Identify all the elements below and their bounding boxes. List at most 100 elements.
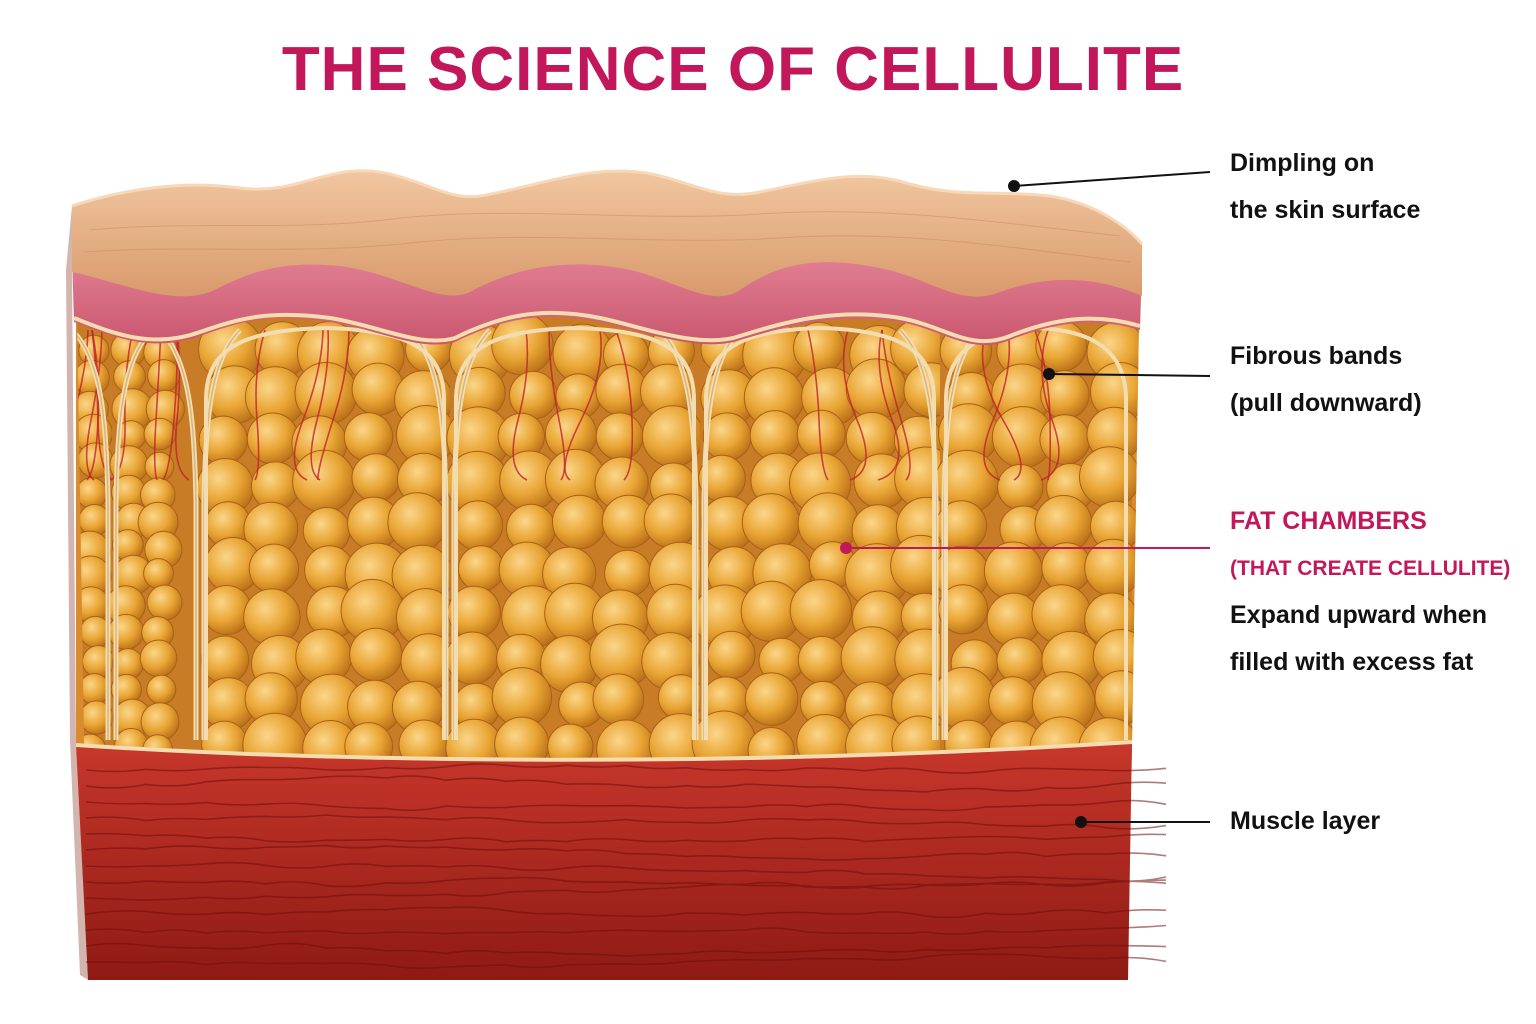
fat-chambers-desc-line1: Expand upward when (1230, 601, 1487, 629)
fat-cell (147, 359, 181, 393)
fat-cell (201, 585, 252, 635)
muscle-fiber (85, 906, 1167, 919)
chamber-outline (704, 325, 936, 740)
fat-cell (1039, 414, 1091, 466)
dimpling-label: Dimpling on the skin surface (1230, 140, 1420, 234)
fat-cell (139, 639, 178, 678)
fat-chamber (691, 300, 959, 778)
capillary (254, 329, 266, 481)
fat-cell (452, 500, 503, 551)
fat-cell (457, 545, 505, 592)
capillary (615, 329, 634, 481)
chamber-outline (454, 325, 696, 740)
muscle-fiber (85, 799, 1167, 812)
muscle-fiber (85, 953, 1167, 969)
fat-marker-dot (840, 542, 852, 554)
fat-cell (741, 493, 801, 552)
fat-chambers-subheading: (THAT CREATE CELLULITE) (1230, 557, 1511, 580)
fat-cell (595, 363, 648, 416)
fat-cell (604, 549, 652, 598)
fat-chambers-heading: FAT CHAMBERS (1230, 507, 1427, 535)
fat-cell (351, 453, 401, 503)
fat-chamber (105, 300, 200, 765)
muscle-marker-dot (1075, 816, 1087, 828)
capillary (293, 329, 324, 481)
block-side-edge (66, 206, 88, 980)
capillary (564, 329, 602, 481)
fat-cell (343, 412, 394, 462)
callout-fat (840, 542, 1210, 554)
fat-cell (387, 492, 448, 553)
fat-cell (76, 477, 108, 509)
capillary (175, 329, 190, 481)
callout-muscle (1075, 816, 1210, 828)
muscle-fiber (85, 942, 1167, 957)
muscle-fiber (85, 880, 1167, 902)
fibrous-marker-dot (1043, 368, 1055, 380)
capillary (981, 329, 1022, 481)
page-title: THE SCIENCE OF CELLULITE (281, 35, 1185, 104)
fat-cell (146, 584, 183, 621)
muscle-fiber (85, 775, 1167, 793)
capillary (877, 329, 900, 481)
fibrous-label-line2: (pull downward) (1230, 389, 1422, 417)
dimpling-label-line1: Dimpling on (1230, 149, 1375, 177)
muscle-fiber (85, 861, 1167, 882)
fibrous-bands (76, 325, 1128, 740)
fat-cell (509, 370, 558, 420)
capillary (548, 329, 566, 481)
fat-cell (349, 627, 403, 682)
fat-chambers (76, 300, 1140, 781)
dimpling-label-line2: the skin surface (1230, 196, 1421, 224)
muscle-label-line1: Muscle layer (1230, 807, 1381, 835)
callout-fibrous (1043, 368, 1211, 380)
fat-cell (146, 674, 177, 705)
fat-cell (595, 412, 644, 461)
muscle-fiber (85, 814, 1167, 830)
fat-cell (1094, 670, 1140, 725)
fat-cell (840, 626, 904, 690)
fat-cell (996, 637, 1044, 685)
fat-cell (592, 673, 645, 726)
fibrous-band-edge (76, 329, 153, 740)
capillary (85, 329, 103, 481)
capillary (807, 329, 829, 481)
capillary (1034, 329, 1052, 481)
fibrous-label: Fibrous bands (pull downward) (1230, 333, 1422, 427)
capillary (881, 329, 911, 481)
muscle-fiber (85, 844, 1167, 861)
capillary (153, 329, 162, 481)
fat-cell (246, 412, 299, 465)
muscle-fiber (85, 832, 1167, 843)
capillary (842, 329, 867, 481)
fat-chamber (445, 300, 713, 779)
fat-cell (248, 543, 300, 594)
dimpling-marker-dot (1008, 180, 1020, 192)
fat-cell (78, 504, 111, 536)
fat-cell (78, 673, 111, 705)
fat-cell (983, 541, 1043, 601)
chamber-outline (204, 325, 446, 740)
fat-chambers-label: FAT CHAMBERS (THAT CREATE CELLULITE) Exp… (1230, 498, 1510, 686)
fat-cell (200, 635, 250, 684)
capillary (512, 329, 529, 481)
fat-cell (988, 676, 1038, 726)
fat-cell (744, 672, 799, 727)
fat-cell (551, 494, 607, 550)
fat-cell (789, 579, 853, 642)
fat-chamber (932, 300, 1140, 781)
capillary (310, 329, 330, 481)
muscle-fiber (85, 763, 1167, 774)
capillary (983, 329, 1011, 481)
callout-dimpling (1008, 171, 1211, 192)
skin-layer (71, 169, 1144, 297)
fibrous-label-line1: Fibrous bands (1230, 342, 1403, 370)
fat-chambers-desc-line2: filled with excess fat (1230, 648, 1474, 676)
muscle-label: Muscle layer (1230, 798, 1380, 845)
fat-cell (707, 630, 756, 680)
muscle-layer (75, 740, 1167, 980)
capillary (317, 329, 350, 481)
fat-chamber (196, 300, 457, 778)
fat-cell (292, 449, 356, 514)
fat-cell (1079, 446, 1140, 508)
